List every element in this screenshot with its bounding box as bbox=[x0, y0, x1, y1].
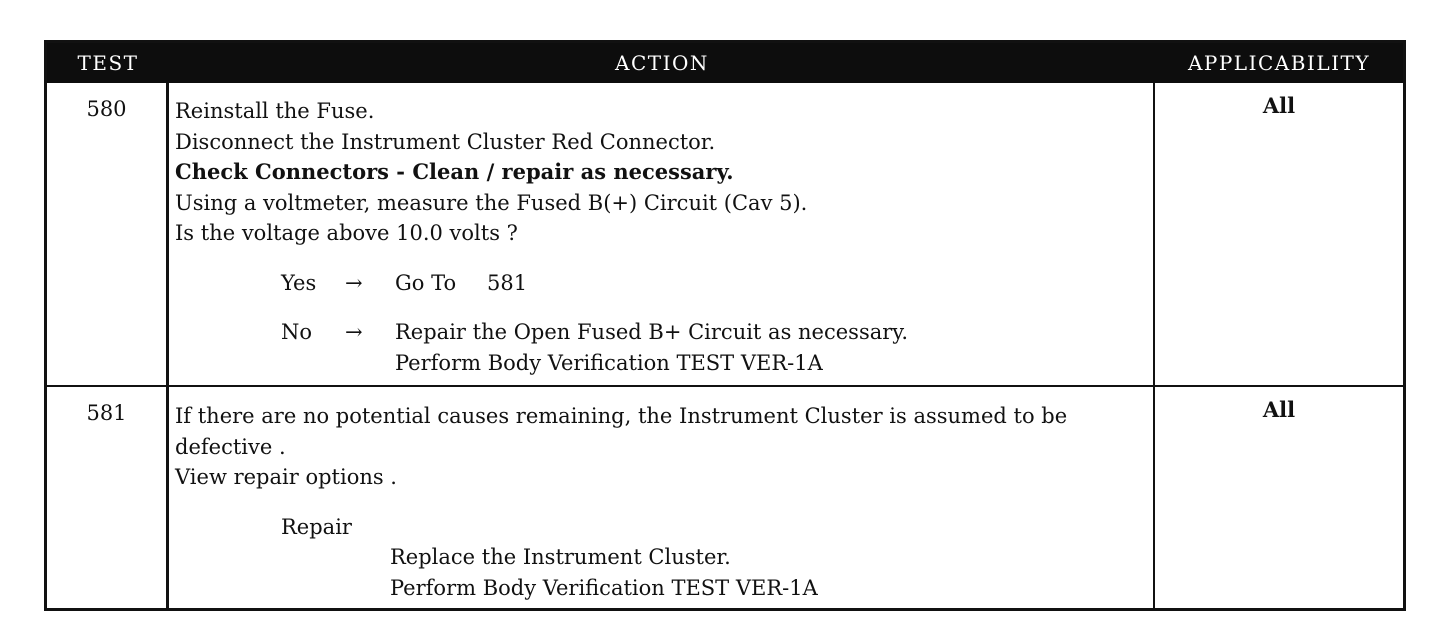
column-divider-action bbox=[1153, 83, 1155, 608]
goto-label: Go To bbox=[395, 270, 457, 295]
action-cell: Reinstall the Fuse. Disconnect the Instr… bbox=[175, 96, 1150, 378]
repair-step: Replace the Instrument Cluster. bbox=[390, 545, 731, 569]
test-number: 581 bbox=[86, 401, 127, 425]
action-cell: If there are no potential causes remaini… bbox=[175, 401, 1150, 603]
arrow-right-icon: → bbox=[345, 270, 363, 295]
yes-label: Yes bbox=[281, 270, 317, 295]
no-label: No bbox=[281, 320, 313, 344]
action-line: defective . bbox=[175, 434, 286, 459]
no-branch: No → Repair the Open Fused B+ Circuit as… bbox=[175, 317, 1150, 348]
table-row-581: 581 If there are no potential causes rem… bbox=[47, 385, 1403, 613]
no-action-text-2: Perform Body Verification TEST VER-1A bbox=[395, 350, 823, 375]
test-number: 580 bbox=[86, 97, 127, 121]
repair-heading: Repair bbox=[281, 514, 352, 539]
header-action: ACTION bbox=[615, 51, 709, 75]
action-line-bold: Check Connectors - Clean / repair as nec… bbox=[175, 159, 734, 184]
repair-step: Perform Body Verification TEST VER-1A bbox=[390, 575, 818, 600]
action-line: Is the voltage above 10.0 volts ? bbox=[175, 221, 518, 245]
no-action-text: Repair the Open Fused B+ Circuit as nece… bbox=[395, 320, 909, 344]
column-divider-test bbox=[166, 83, 169, 608]
action-line: View repair options . bbox=[175, 465, 397, 489]
header-test: TEST bbox=[77, 51, 139, 75]
applicability-value: All bbox=[1262, 93, 1296, 118]
action-line: Disconnect the Instrument Cluster Red Co… bbox=[175, 129, 716, 154]
diagnostic-table: TEST ACTION APPLICABILITY 580 Reinstall … bbox=[44, 40, 1406, 611]
header-applicability: APPLICABILITY bbox=[1187, 51, 1371, 75]
table-row-580: 580 Reinstall the Fuse. Disconnect the I… bbox=[47, 83, 1403, 385]
action-line: Using a voltmeter, measure the Fused B(+… bbox=[175, 190, 808, 215]
goto-target: 581 bbox=[487, 270, 528, 295]
yes-branch: Yes → Go To 581 bbox=[175, 268, 1150, 299]
action-line: Reinstall the Fuse. bbox=[175, 99, 375, 123]
action-line: If there are no potential causes remaini… bbox=[175, 404, 1068, 428]
table-header: TEST ACTION APPLICABILITY bbox=[47, 43, 1403, 83]
arrow-right-icon: → bbox=[345, 320, 363, 344]
applicability-value: All bbox=[1262, 397, 1296, 422]
